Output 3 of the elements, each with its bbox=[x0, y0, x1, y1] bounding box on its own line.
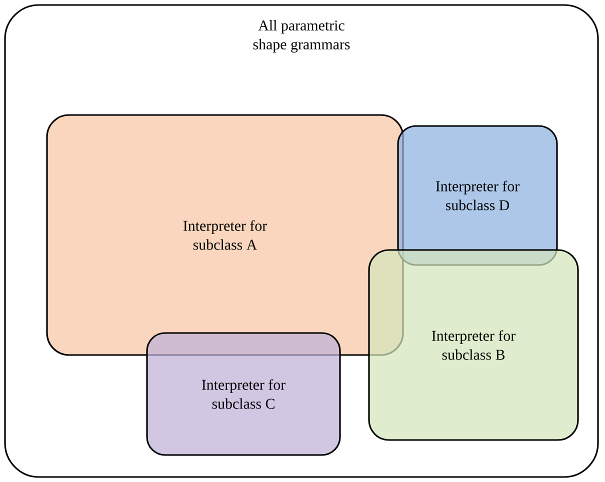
region-box: Interpreter for subclass A bbox=[46, 114, 404, 356]
region-box: Interpreter for subclass B bbox=[368, 249, 579, 441]
region-box: Interpreter for subclass C bbox=[146, 332, 341, 456]
